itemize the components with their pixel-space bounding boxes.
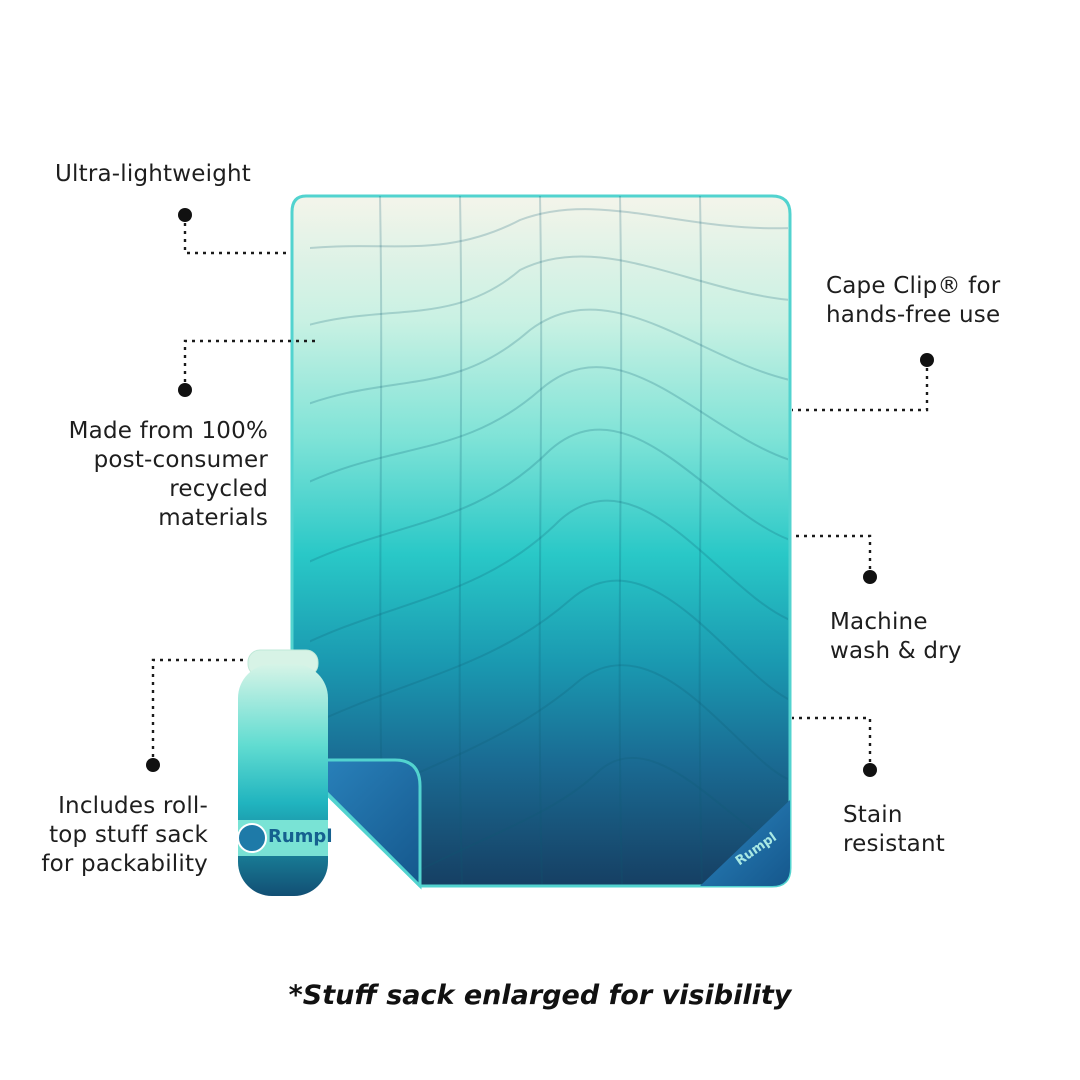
callout-dot-lightweight (178, 208, 192, 222)
callout-dot-machine-wash (863, 570, 877, 584)
brand-logo-sack: Rumpl (268, 826, 333, 847)
callout-dot-stuff-sack (146, 758, 160, 772)
callout-stuff-sack: Includes roll- top stuff sack for packab… (41, 793, 208, 877)
callout-dot-recycled (178, 383, 192, 397)
callout-cape-clip: Cape Clip® for hands-free use (826, 273, 1001, 328)
callout-recycled: Made from 100% post-consumer recycled ma… (68, 418, 268, 531)
callout-machine-wash: Machine wash & dry (830, 609, 962, 664)
callout-dot-stain (863, 763, 877, 777)
footnote-caption: *Stuff sack enlarged for visibility (288, 980, 792, 1011)
callout-lightweight: Ultra-lightweight (55, 161, 252, 187)
leader-lines (151, 215, 929, 770)
blanket-corner-patch (700, 800, 790, 886)
blanket (290, 194, 792, 890)
callout-stain: Stain resistant (843, 802, 945, 857)
stuff-sack (237, 649, 328, 896)
callout-dot-cape-clip (920, 353, 934, 367)
